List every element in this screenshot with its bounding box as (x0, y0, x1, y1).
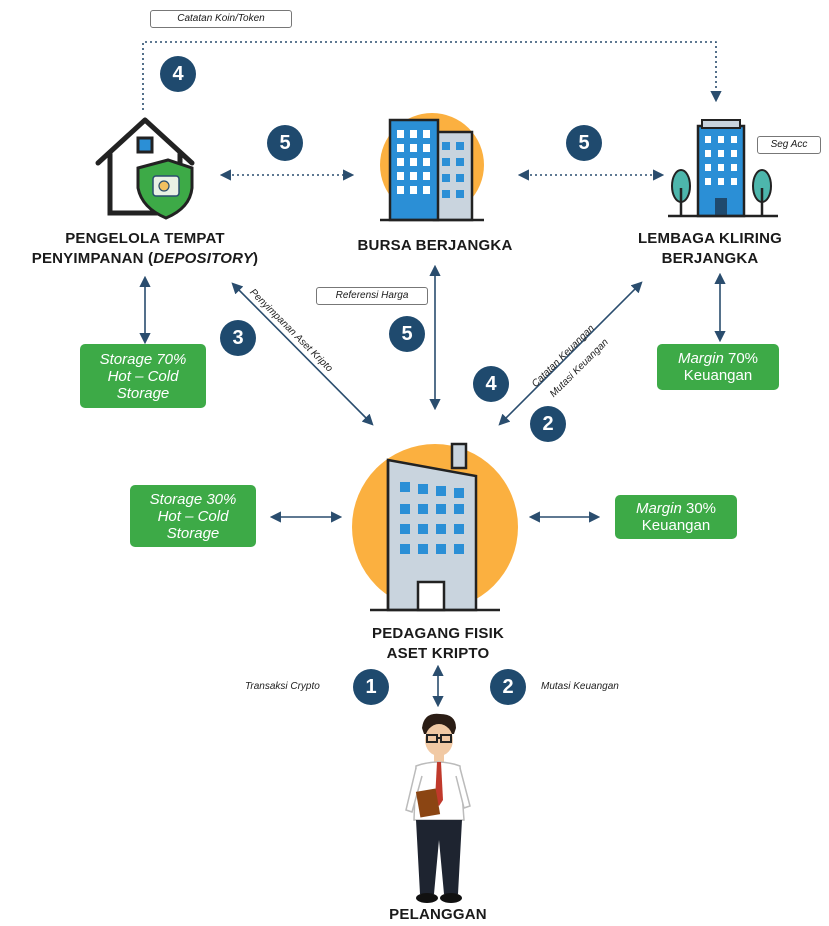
margin30-italic: Margin (635, 500, 682, 517)
clearing-title: LEMBAGA KLIRING BERJANGKA (610, 229, 810, 269)
storage30-line3: Storage (166, 524, 220, 542)
exchange-building-icon (380, 113, 484, 222)
step-circle-exchange-clearing: 5 (566, 125, 602, 161)
depository-title-italic: DEPOSITORY (153, 250, 254, 267)
arrow-clearing-trader (498, 281, 643, 426)
storage30-box: Storage 30% Hot – Cold Storage (130, 485, 256, 547)
arrow-trader-depository (231, 282, 374, 426)
storage30-line2: Hot – Cold (157, 507, 229, 525)
storage70-line1: Storage 70% (99, 350, 187, 368)
storage70-line3: Storage (116, 384, 170, 402)
margin30-line2: Keuangan (641, 517, 711, 534)
step-circle-trader-exchange: 5 (389, 316, 425, 352)
depository-title-line2: PENYIMPANAN (DEPOSITORY) (20, 249, 270, 269)
depository-title: PENGELOLA TEMPAT PENYIMPANAN (DEPOSITORY… (20, 229, 270, 269)
label-financial-mutation: Mutasi Keuangan (541, 681, 619, 692)
tag-price-ref: Referensi Harga (316, 287, 428, 305)
margin30-line1: Margin 30% (615, 500, 737, 517)
step-circle-customer-mutation: 2 (490, 669, 526, 705)
storage70-line2: Hot – Cold (107, 367, 179, 385)
trader-title-line1: PEDAGANG FISIK (372, 625, 504, 642)
trader-building-icon (352, 442, 518, 612)
clearing-building-icon (668, 119, 778, 218)
house-shield-icon (95, 117, 195, 220)
step-circle-trader-clearing-mutation: 2 (530, 406, 566, 442)
customer-person-icon (405, 713, 471, 903)
margin30-box: Margin 30% Keuangan (615, 495, 737, 539)
exchange-title: BURSA BERJANGKA (357, 237, 513, 254)
margin30-percent: 30% (681, 500, 717, 517)
margin70-box: Margin 70% Keuangan (657, 344, 779, 390)
depository-title-line1: PENGELOLA TEMPAT (65, 230, 225, 247)
margin70-line1: Margin 70% (657, 350, 779, 367)
margin70-line2: Keuangan (683, 367, 753, 384)
step-circle-trader-clearing-record: 4 (473, 366, 509, 402)
step-circle-trader-depository: 3 (220, 320, 256, 356)
margin70-italic: Margin (677, 350, 724, 367)
tag-coin-record: Catatan Koin/Token (150, 10, 292, 28)
step-circle-top-record: 4 (160, 56, 196, 92)
depository-title-pre: PENYIMPANAN ( (31, 250, 154, 267)
tag-seg-acc: Seg Acc (757, 136, 821, 154)
trader-title-line2: ASET KRIPTO (386, 645, 490, 662)
dotted-route-coin-record (142, 41, 722, 110)
storage70-box: Storage 70% Hot – Cold Storage (80, 344, 206, 408)
trader-title: PEDAGANG FISIK ASET KRIPTO (338, 624, 538, 664)
step-circle-customer-tx: 1 (353, 669, 389, 705)
margin70-percent: 70% (723, 350, 759, 367)
depository-title-post: ) (253, 250, 259, 267)
storage30-line1: Storage 30% (149, 490, 237, 508)
clearing-title-line1: LEMBAGA KLIRING (637, 230, 783, 247)
clearing-title-line2: BERJANGKA (661, 250, 759, 267)
label-crypto-tx: Transaksi Crypto (245, 681, 320, 692)
customer-title: PELANGGAN (389, 906, 487, 923)
step-circle-dep-exchange: 5 (267, 125, 303, 161)
